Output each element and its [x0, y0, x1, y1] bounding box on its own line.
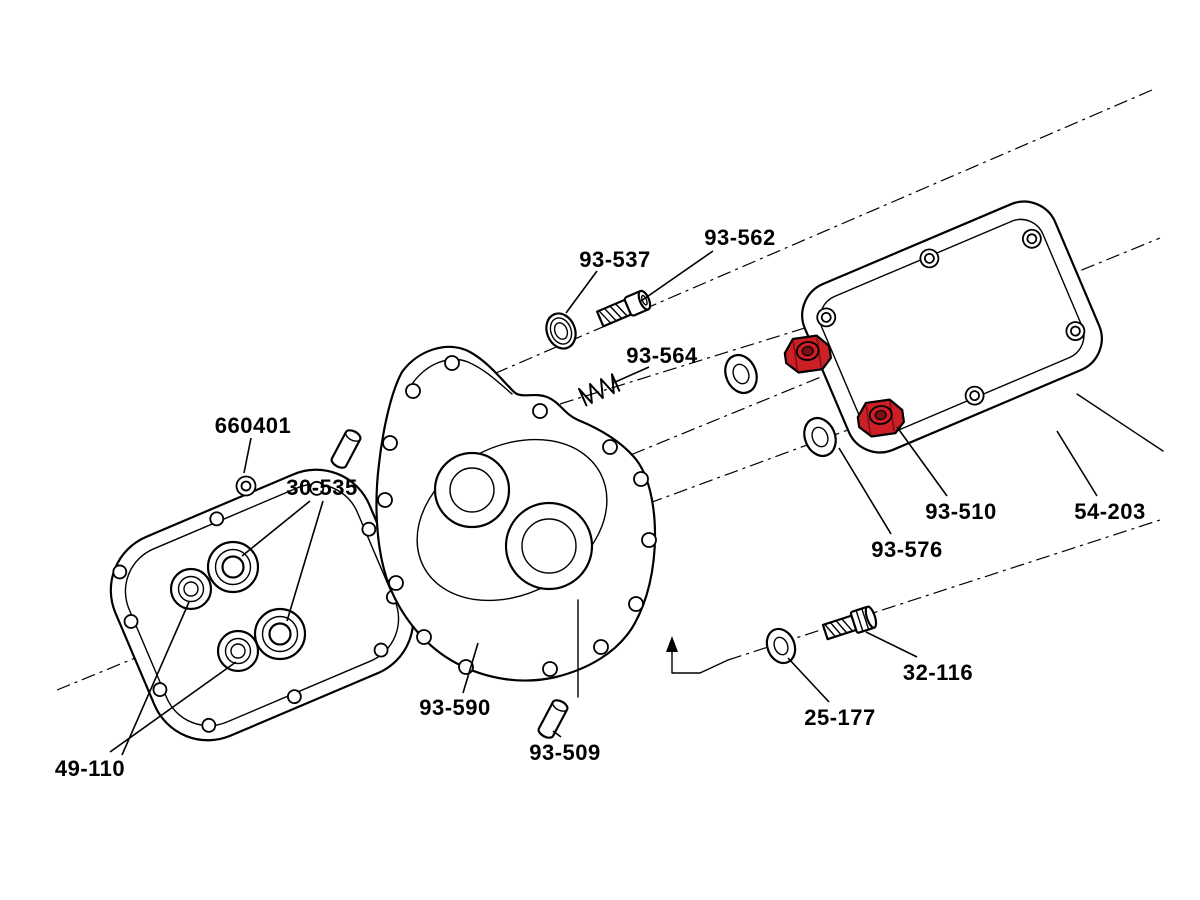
part-label-93-562: 93-562	[704, 225, 776, 250]
washer-upper	[724, 353, 758, 395]
part-label-660401: 660401	[214, 413, 292, 438]
dowel-pin-icon	[330, 429, 362, 469]
gasket-hole-inner	[240, 480, 252, 492]
leader-32-116	[865, 631, 918, 658]
bolt-93-562	[596, 289, 652, 328]
washer-93-576	[803, 416, 837, 458]
washer-25-177	[765, 627, 797, 665]
leader-lines	[109, 250, 1098, 756]
leader-25-177	[787, 657, 830, 703]
pin-93-509	[537, 699, 569, 739]
part-label-54-203: 54-203	[1074, 499, 1146, 524]
nut-93-510-highlighted-a	[783, 334, 832, 374]
washer-93-537	[545, 312, 577, 350]
leader-30-535-b	[286, 500, 324, 622]
part-label-93-576: 93-576	[871, 537, 943, 562]
leader-660401	[243, 437, 252, 474]
seal-49-110-a	[169, 567, 213, 611]
nut-93-510-highlighted-b	[856, 398, 905, 438]
leader-93-590	[462, 642, 479, 694]
spring-93-564	[578, 373, 621, 407]
part-label-93-564: 93-564	[626, 343, 698, 368]
gasket-660401	[109, 468, 415, 742]
leader-93-564	[612, 366, 650, 384]
part-label-93-537: 93-537	[579, 247, 651, 272]
leader-93-509	[552, 730, 562, 738]
part-label-32-116: 32-116	[902, 660, 974, 685]
leader-49-110-b	[121, 601, 190, 756]
axis-bottom-bolt	[727, 519, 1161, 661]
leader-30-535-a	[241, 500, 311, 557]
part-label-25-177: 25-177	[804, 705, 876, 730]
leader-93-576	[838, 447, 892, 535]
leader-93-562	[640, 250, 714, 302]
cover-93-590	[375, 345, 657, 682]
leader-54-203	[1056, 430, 1098, 497]
part-label-93-590: 93-590	[419, 695, 491, 720]
part-label-49-110: 49-110	[54, 756, 126, 781]
leader-49-110-a	[109, 661, 237, 753]
leader-93-510	[896, 426, 948, 497]
part-label-93-510: 93-510	[925, 499, 997, 524]
gasket-54-203-holes	[816, 228, 1086, 429]
witness-lines	[577, 393, 1164, 698]
bolt-32-116	[821, 605, 878, 641]
seal-49-110-b	[216, 629, 260, 673]
leader-93-537	[565, 270, 598, 314]
part-label-30-535: 30-535	[286, 475, 358, 500]
part-label-93-509: 93-509	[529, 740, 601, 765]
arrowhead-icon	[666, 636, 678, 652]
bearing-30-535-a	[206, 540, 260, 594]
gasket-54-203	[801, 200, 1103, 454]
bearing-30-535-b	[253, 607, 307, 661]
